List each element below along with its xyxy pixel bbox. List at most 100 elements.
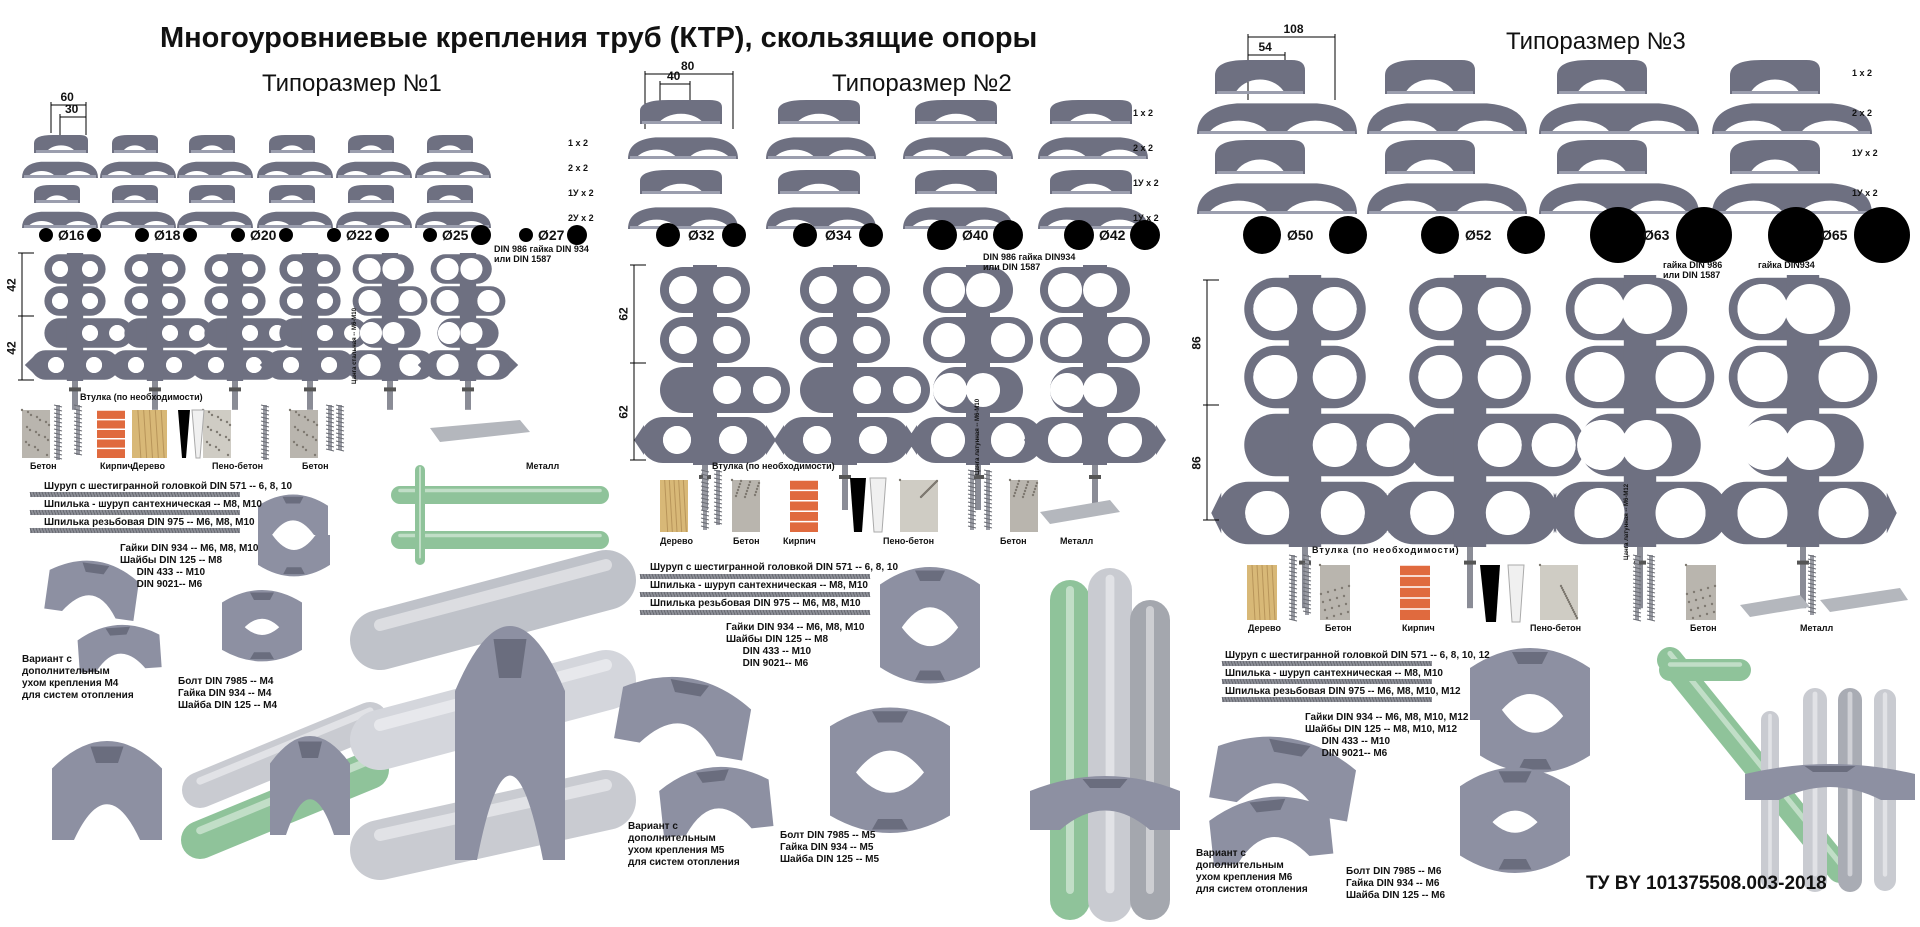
anchor-plug-s3-b: [1507, 564, 1525, 623]
nuts-s3: Гайки DIN 934 -- М6, М8, М10, М12 Шайбы …: [1305, 712, 1469, 759]
material-s2-2: [790, 479, 818, 532]
clamp-s2-col2-row2: [915, 170, 997, 194]
variant-s3: Вариант с дополнительным ухом крепления …: [1196, 848, 1308, 895]
clamp-s1-col3-row0: [269, 135, 315, 153]
clamp-label-s1-2: 1У x 2: [568, 188, 594, 198]
material-label-s1-2: Дерево: [132, 461, 165, 471]
fastener-label-s3-2: Шпилька резьбовая DIN 975 -- М6, М8, М10…: [1225, 686, 1461, 697]
clamp-3d-s2-c: [880, 567, 980, 630]
anchor-plug-s3-a: [1480, 565, 1500, 622]
fastener-s1-1: [29, 509, 240, 516]
clamp-3d-s1-f: [222, 620, 302, 662]
clamp-3d-s3-a: [1209, 736, 1357, 822]
clamp-s1-col1-row2: [112, 185, 158, 203]
clamp-s1-col4-row1: [336, 161, 412, 178]
clamp-s2-col1-row3: [766, 207, 876, 229]
pipe-section-s3-a2: [1590, 207, 1646, 263]
nut-note-s3-a: гайка DIN 986 или DIN 1587: [1663, 260, 1723, 280]
pipe-section-s3-b1: [1507, 216, 1545, 254]
clamp-stack-s3-1: [1376, 275, 1585, 609]
dim-1-total-value: 60: [60, 90, 74, 104]
material-s2-3: [898, 478, 939, 532]
clamp-3d-s2-a: [614, 676, 752, 761]
clamp-3d-s2-d: [880, 625, 980, 684]
fastener-label-s3-0: Шуруп с шестигранной головкой DIN 571 --…: [1225, 650, 1490, 661]
pipe-big-s1-c-highlight: [374, 779, 612, 841]
material-s2-0: [660, 479, 688, 533]
material-label-s2-5: Металл: [1060, 536, 1094, 546]
dim-2-half-value: 40: [667, 69, 681, 83]
clamp-3d-s1-e: [222, 590, 302, 635]
dim-2-total-value: 80: [681, 59, 695, 73]
dim-3-total-value: 108: [1283, 22, 1304, 36]
nut-note-s1: DIN 986 гайка DIN 934 или DIN 1587: [494, 244, 589, 264]
clamp-3d-s3-d: [1480, 710, 1590, 773]
pipe-section-s2-b3: [1130, 220, 1160, 250]
material-label-s1-5: Металл: [526, 461, 560, 471]
anchor-screw-s2-a: [700, 469, 710, 530]
clamp-s1-col3-row2: [269, 185, 315, 203]
material-label-s1-3: Пено-бетон: [212, 461, 264, 471]
anchor-screw-s3-e: [1807, 554, 1817, 615]
anchor-screw-s1-c: [260, 404, 270, 460]
clamp-stack-s1-5: [417, 253, 519, 410]
clamp-on-pipe-s1: [270, 736, 350, 835]
sleeve-label-s1: Втулка (по необходимости): [80, 392, 203, 402]
clamp-s1-col3-row1: [257, 161, 333, 178]
clamp-stack-s2-2: [907, 265, 1049, 510]
fastener-s3-2: [1221, 696, 1432, 703]
material-label-s2-0: Дерево: [660, 536, 693, 546]
pipe-section-s1-b2: [279, 228, 293, 242]
diameter-s3-2: Ø63: [1643, 227, 1670, 243]
fastener-label-s1-2: Шпилька резьбовая DIN 975 -- М6, М8, М10: [44, 517, 255, 528]
variant-s1: Вариант с дополнительным ухом крепления …: [22, 654, 134, 701]
clamp-s2-col1-row0: [778, 100, 860, 124]
clamp-stack-s3-0: [1211, 275, 1420, 609]
diameter-s3-0: Ø50: [1287, 227, 1314, 243]
material-s1-3: [201, 408, 232, 458]
anchor-screw-s1-b: [73, 404, 83, 456]
diameter-s2-0: Ø32: [688, 227, 715, 243]
dim-1-pitch2-value: 42: [4, 341, 19, 355]
clamp-stack-s2-3: [1024, 265, 1166, 510]
clamp-label-s3-3: 1У x 2: [1852, 188, 1878, 198]
bolts-s2: Болт DIN 7985 -- М5 Гайка DIN 934 -- М5 …: [780, 830, 880, 865]
pipe-section-s1-a2: [231, 228, 245, 242]
clamp-s3-col0-row3: [1197, 183, 1357, 214]
material-label-s2-3: Пено-бетон: [883, 536, 935, 546]
fastener-s1-0: [29, 491, 240, 498]
fastener-s2-1: [639, 591, 871, 598]
clamp-s1-col1-row3: [100, 211, 176, 228]
material-label-s2-2: Кирпич: [783, 536, 816, 546]
fastener-label-s1-1: Шпилька - шуруп сантехническая -- М8, М1…: [44, 499, 262, 510]
clamp-s3-col0-row2: [1215, 140, 1305, 174]
clamp-s3-col1-row2: [1385, 140, 1475, 174]
pipe-big-s1-a-highlight: [374, 559, 612, 631]
clamp-stack-s1-1: [104, 253, 213, 410]
bolts-s1: Болт DIN 7985 -- М4 Гайка DIN 934 -- М4 …: [178, 676, 278, 711]
clamp-s3-col1-row1: [1367, 103, 1527, 134]
clamp-3d-s1-b: [77, 624, 162, 673]
diameter-s1-5: Ø27: [538, 227, 565, 243]
clamp-label-s1-1: 2 x 2: [568, 163, 589, 173]
clamp-s2-col3-row2: [1050, 170, 1132, 194]
anchor-screw-s2-c: [967, 469, 977, 530]
fastener-label-s3-1: Шпилька - шуруп сантехническая -- М8, М1…: [1225, 668, 1443, 679]
clamp-s2-col0-row2: [640, 170, 722, 194]
heading-size-2: Типоразмер №2: [832, 70, 1012, 97]
material-s3-2: [1400, 564, 1430, 620]
rail-s2: [1040, 500, 1120, 524]
pipe-section-s3-a0: [1243, 216, 1281, 254]
clamp-label-s3-0: 1 x 2: [1852, 68, 1873, 78]
page-title: Многоуровниевые крепления труб (КТР), ск…: [160, 22, 1038, 54]
clamp-s3-col0-row0: [1215, 60, 1305, 94]
anchor-screw-s3-b: [1302, 554, 1312, 615]
clamp-stack-s1-0: [24, 253, 133, 410]
clamp-3d-s3-f: [1460, 810, 1570, 873]
dim-3-half-value: 54: [1258, 40, 1272, 54]
clamp-label-s3-1: 2 x 2: [1852, 108, 1873, 118]
pipe-section-s2-b2: [993, 220, 1023, 250]
pipe-section-s3-a3: [1768, 207, 1824, 263]
anchor-screw-s2-d: [983, 469, 993, 530]
anchor-screw-s3-d: [1646, 554, 1656, 622]
